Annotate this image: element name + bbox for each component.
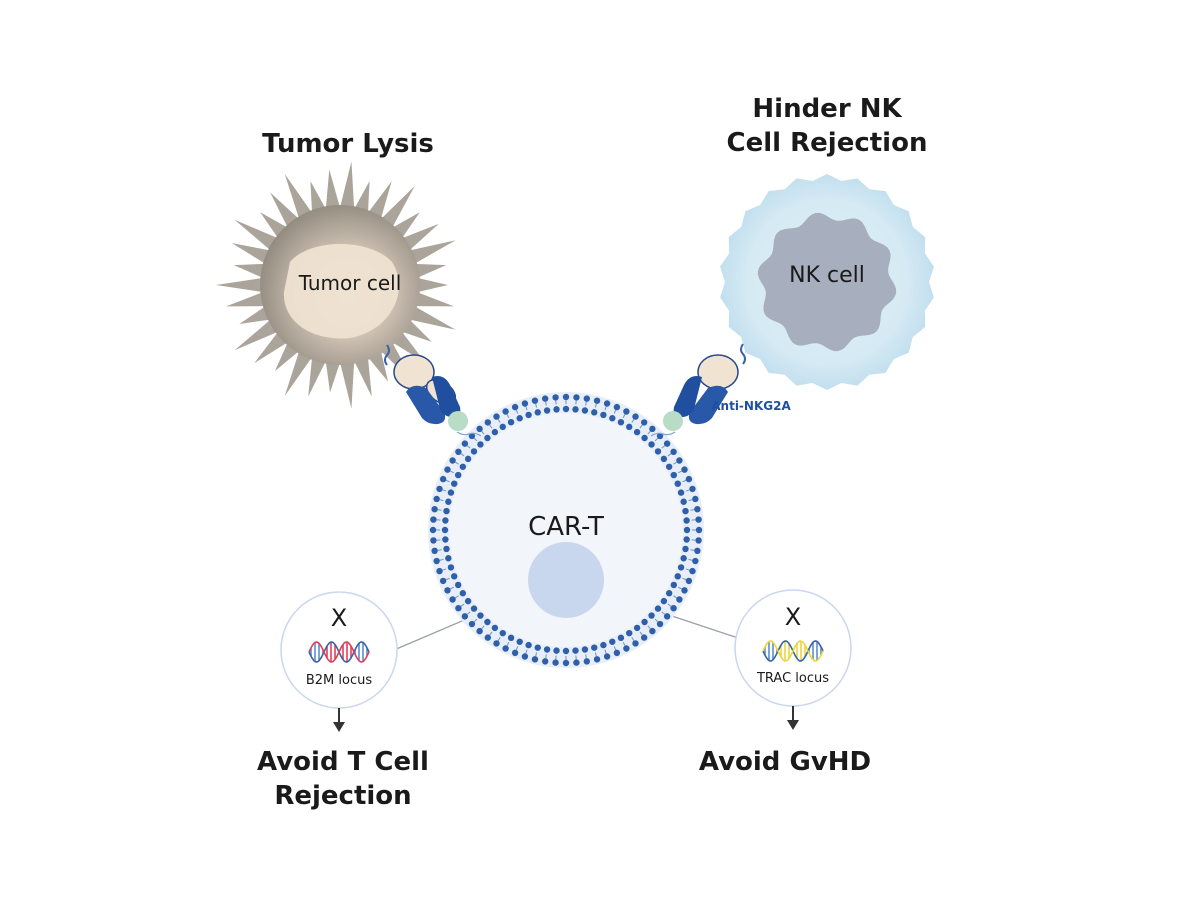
car-t-label: CAR-T bbox=[528, 512, 604, 542]
car-t-cell: CAR-T bbox=[428, 392, 704, 668]
b2m-knockout-mark: X bbox=[331, 604, 347, 632]
heading-hinder-nk-line2: Cell Rejection bbox=[726, 128, 928, 158]
heading-avoid-gvhd: Avoid GvHD bbox=[698, 747, 872, 777]
tumor-cell-label: Tumor cell bbox=[298, 271, 402, 295]
tumor-cell: Tumor cell bbox=[216, 161, 456, 409]
anti-nkg2a-label: Anti-NKG2A bbox=[711, 399, 791, 413]
arrow-down-icon bbox=[333, 722, 345, 732]
nk-cell-label: NK cell bbox=[789, 263, 865, 288]
dna-b2m-icon bbox=[308, 641, 370, 663]
lipid-bilayer bbox=[429, 393, 703, 667]
heading-hinder-nk: Hinder NK Cell Rejection bbox=[717, 92, 937, 160]
heading-tumor-lysis: Tumor Lysis bbox=[262, 129, 434, 159]
heading-avoid-t-line2: Rejection bbox=[274, 781, 412, 811]
nucleus bbox=[528, 542, 604, 618]
heading-hinder-nk-line1: Hinder NK bbox=[752, 94, 902, 124]
b2m-locus-panel: X B2M locus bbox=[280, 591, 398, 732]
trac-knockout-mark: X bbox=[785, 603, 801, 631]
trac-locus-panel: X TRAC locus bbox=[734, 589, 852, 730]
car-receptor-left bbox=[384, 344, 482, 437]
trac-locus-label: TRAC locus bbox=[756, 671, 829, 686]
b2m-locus-label: B2M locus bbox=[306, 673, 372, 688]
dna-trac-icon bbox=[762, 640, 824, 662]
arrow-down-icon bbox=[787, 720, 799, 730]
anti-nkg2a-receptor: Anti-NKG2A bbox=[650, 343, 791, 437]
heading-avoid-t-line1: Avoid T Cell bbox=[257, 747, 429, 777]
nk-cell: NK cell bbox=[720, 174, 934, 390]
heading-avoid-t-cell-rejection: Avoid T Cell Rejection bbox=[238, 745, 448, 813]
